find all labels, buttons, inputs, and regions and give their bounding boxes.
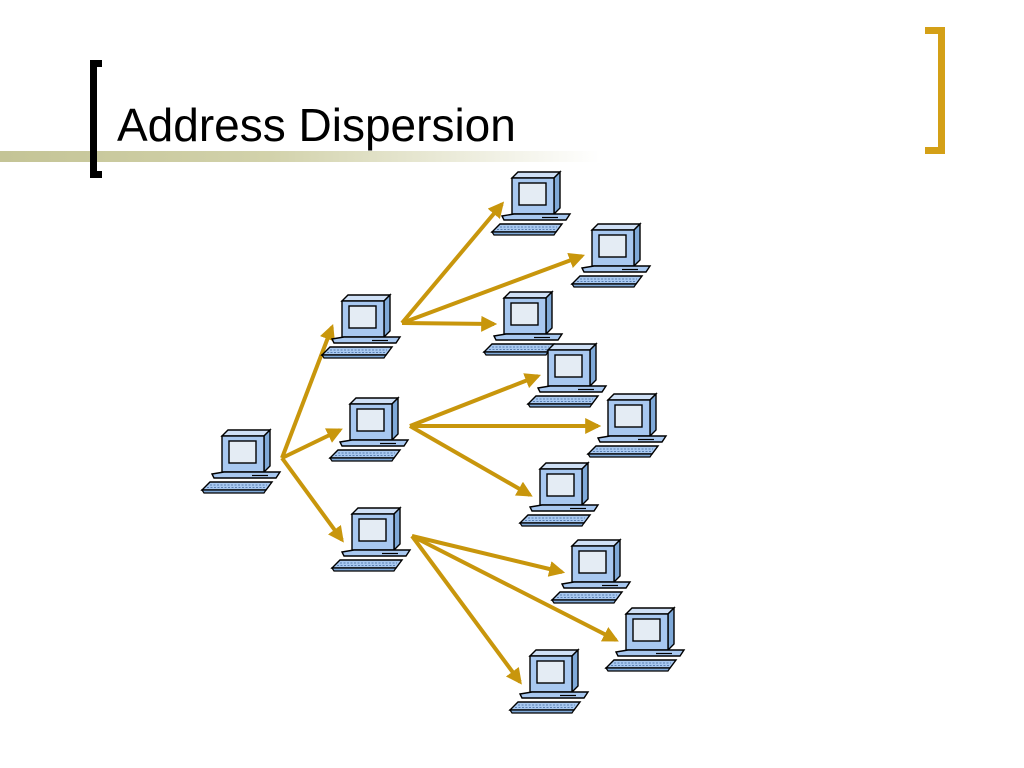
computer-icon-hop1-a — [321, 294, 401, 359]
computer-icon-hop2-a3 — [483, 291, 563, 356]
computer-icon-hop2-c3 — [509, 649, 589, 714]
nodes-layer — [201, 171, 685, 714]
computer-icon-origin — [201, 429, 281, 494]
arrow-origin-to-hop1-b — [281, 428, 343, 460]
arrow-origin-to-hop1-c — [280, 456, 344, 543]
arrow-hop1-a-to-hop2-a1 — [400, 201, 505, 325]
arrow-hop1-c-to-hop2-c2 — [411, 534, 619, 642]
arrow-hop1-a-to-hop2-a3 — [401, 315, 498, 332]
computer-icon-hop1-b — [329, 397, 409, 462]
computer-icon-hop2-a2 — [571, 223, 651, 288]
computer-icon-hop2-c2 — [605, 607, 685, 672]
computer-icon-hop1-c — [331, 507, 411, 572]
arrow-hop1-b-to-hop2-b1 — [409, 373, 541, 428]
arrow-hop1-c-to-hop2-c3 — [410, 534, 522, 685]
title-underline — [0, 151, 600, 162]
arrow-hop1-b-to-hop2-b3 — [409, 424, 533, 497]
arrow-hop1-c-to-hop2-c1 — [411, 534, 566, 577]
left-bracket-decoration — [90, 60, 102, 178]
right-bracket-decoration — [925, 27, 945, 154]
computer-icon-hop2-b3 — [519, 462, 599, 527]
edges-layer — [280, 201, 619, 685]
arrow-origin-to-hop1-a — [280, 324, 335, 459]
computer-icon-hop2-a1 — [491, 171, 571, 236]
computer-icon-hop2-c1 — [551, 539, 631, 604]
computer-icon-hop2-b2 — [587, 393, 667, 458]
slide-title: Address Dispersion — [117, 99, 516, 151]
arrow-hop1-a-to-hop2-a2 — [401, 252, 585, 325]
